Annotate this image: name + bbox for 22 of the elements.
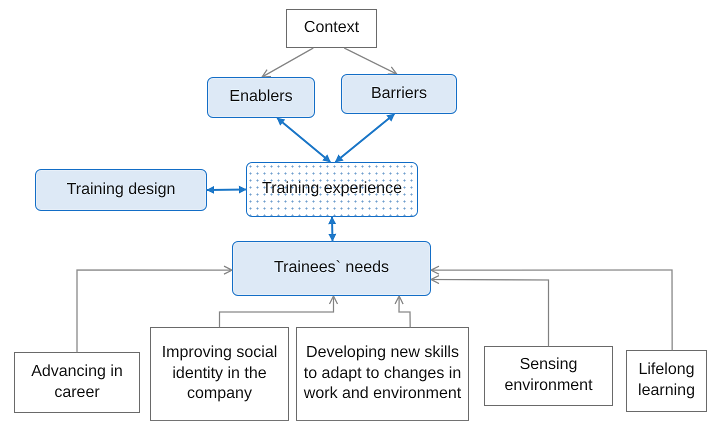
box-label: Context <box>304 18 360 38</box>
process-box <box>286 9 377 48</box>
process-box <box>341 74 457 114</box>
process-box <box>35 169 207 211</box>
process-box <box>14 352 140 413</box>
process-box <box>232 241 431 296</box>
process-box <box>150 327 289 421</box>
box-label: Barriers <box>370 84 427 104</box>
box-label: Improving social identity in the company <box>160 342 278 404</box>
box-label: Training experience <box>262 179 402 200</box>
process-box <box>246 162 418 217</box>
process-box <box>484 346 613 406</box>
box-label: Trainees` needs <box>274 258 390 278</box>
box-label: Developing new skills to adapt to changes in work and environment <box>302 342 462 404</box>
process-box <box>207 77 315 118</box>
box-label: Sensing environment <box>503 355 594 396</box>
box-label: Training design <box>66 180 176 200</box>
process-box <box>626 350 707 412</box>
box-label: Enablers <box>229 87 293 108</box>
box-label: Lifelong learning <box>637 360 696 401</box>
process-box <box>296 327 469 421</box>
box-label: Advancing in career <box>30 362 124 402</box>
